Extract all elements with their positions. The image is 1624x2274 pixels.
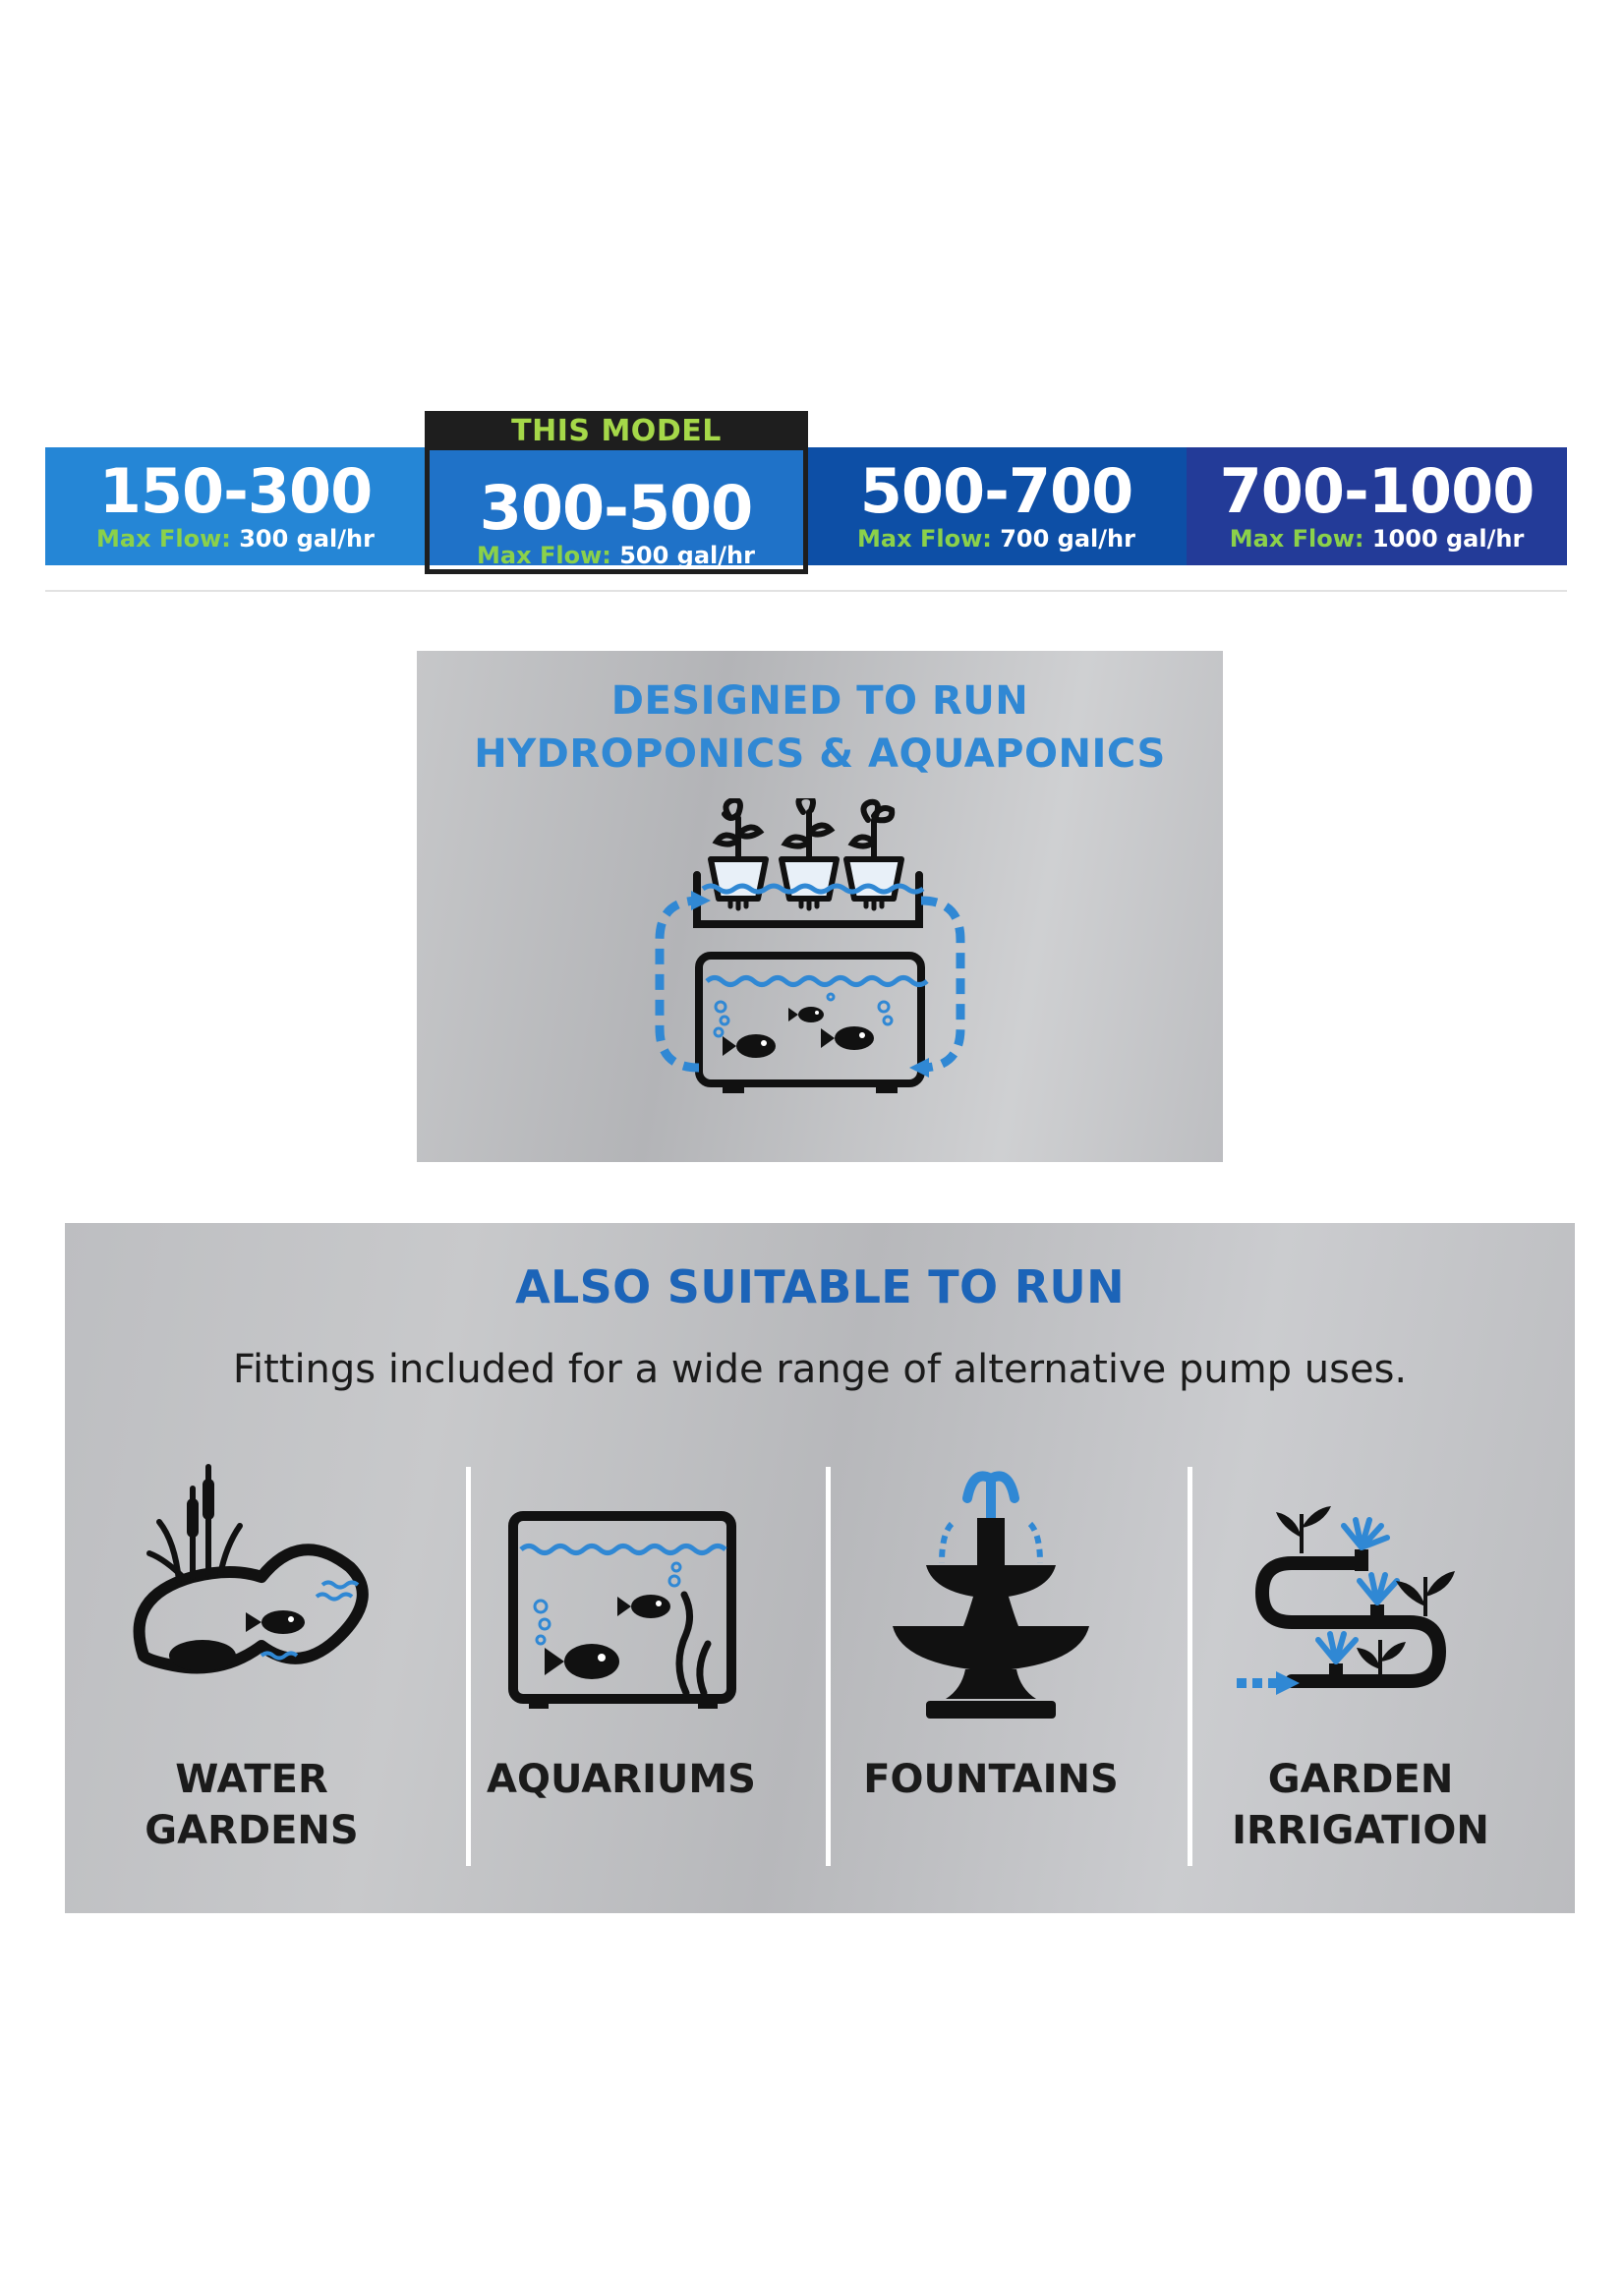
model-range: 300-500: [479, 472, 754, 544]
use-fountains: FOUNTAINS: [804, 1459, 1178, 1872]
model-range: 700-1000: [1219, 455, 1536, 527]
use-aquariums: AQUARIUMS: [435, 1459, 808, 1872]
designed-heading-line2: HYDROPONICS & AQUAPONICS: [474, 731, 1166, 777]
this-model-tag: THIS MODEL: [425, 411, 808, 450]
model-max-flow: Max Flow: 500 gal/hr: [477, 542, 755, 569]
model-max-flow: Max Flow: 700 gal/hr: [857, 525, 1135, 553]
also-suitable-panel: ALSO SUITABLE TO RUN Fittings included f…: [65, 1223, 1575, 1913]
also-suitable-subtitle: Fittings included for a wide range of al…: [232, 1347, 1408, 1392]
use-label: FOUNTAINS: [863, 1757, 1119, 1802]
model-max-flow: Max Flow: 300 gal/hr: [96, 525, 375, 553]
also-suitable-title: ALSO SUITABLE TO RUN: [515, 1260, 1125, 1313]
model-option-700-1000[interactable]: 700-1000 Max Flow: 1000 gal/hr: [1187, 447, 1567, 565]
designed-heading-line1: DESIGNED TO RUN: [610, 678, 1029, 724]
irrigation-icon: [1237, 1506, 1455, 1695]
use-label: AQUARIUMS: [487, 1757, 756, 1802]
model-max-flow: Max Flow: 1000 gal/hr: [1229, 525, 1525, 553]
model-option-500-700[interactable]: 500-700 Max Flow: 700 gal/hr: [806, 447, 1187, 565]
column-separator: [1188, 1467, 1192, 1866]
aquaponics-cycle-icon: [655, 798, 965, 1093]
fountain-icon: [893, 1471, 1089, 1719]
model-range: 150-300: [98, 455, 374, 527]
designed-to-run-panel: DESIGNED TO RUN HYDROPONICS & AQUAPONICS: [417, 651, 1223, 1162]
model-option-150-300[interactable]: 150-300 Max Flow: 300 gal/hr: [45, 447, 426, 565]
model-option-300-500[interactable]: 300-500 Max Flow: 500 gal/hr: [426, 447, 806, 569]
column-separator: [826, 1467, 831, 1866]
aquarium-icon: [508, 1511, 736, 1709]
column-separator: [466, 1467, 471, 1866]
pond-icon: [133, 1464, 369, 1674]
divider: [45, 590, 1567, 592]
model-range: 500-700: [859, 455, 1134, 527]
model-selector: 150-300 Max Flow: 300 gal/hr 300-500 Max…: [45, 447, 1567, 569]
